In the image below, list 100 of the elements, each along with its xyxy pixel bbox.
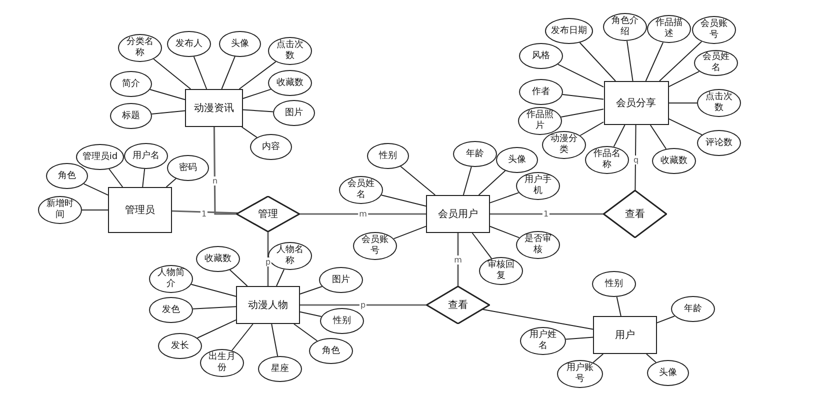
connector-line	[83, 183, 108, 196]
attribute-ellipse: 作品照片	[518, 107, 562, 135]
connector-line	[580, 122, 604, 136]
connector-line	[242, 109, 274, 112]
cardinality-label: q	[632, 156, 640, 164]
connector-line	[192, 306, 236, 310]
attribute-ellipse: 用户姓名	[520, 327, 566, 355]
attribute-ellipse: 发色	[149, 297, 193, 323]
attribute-ellipse: 收藏数	[652, 148, 696, 174]
connector-line	[213, 127, 236, 215]
attribute-ellipse: 头像	[647, 360, 689, 386]
attribute-ellipse: 年龄	[671, 296, 715, 322]
attribute-ellipse: 动漫分类	[542, 131, 586, 159]
connector-line	[190, 284, 236, 297]
attribute-ellipse: 密码	[167, 155, 209, 181]
attribute-ellipse: 用户手机	[516, 172, 560, 200]
attribute-ellipse: 新增时间	[38, 196, 82, 224]
cardinality-label: m	[358, 210, 368, 218]
cardinality-label: n	[211, 176, 219, 186]
connector-line	[231, 324, 254, 351]
connector-line	[151, 110, 186, 114]
attribute-ellipse: 作品名称	[585, 146, 629, 174]
connector-line	[634, 124, 636, 191]
connector-line	[300, 286, 322, 294]
attribute-ellipse: 点击次数	[268, 37, 312, 65]
attribute-ellipse: 评论数	[697, 130, 741, 156]
attribute-ellipse: 用户名	[124, 143, 168, 169]
connector-line	[381, 194, 426, 207]
attribute-ellipse: 角色	[309, 338, 353, 364]
connector-line	[592, 354, 604, 363]
attribute-ellipse: 内容	[250, 134, 292, 160]
attribute-ellipse: 收藏数	[196, 246, 240, 272]
connector-line	[626, 40, 634, 82]
connector-line	[616, 296, 622, 316]
attribute-ellipse: 发布人	[167, 31, 211, 57]
attribute-ellipse: 星座	[258, 356, 302, 382]
attribute-ellipse: 图片	[319, 267, 363, 293]
attribute-ellipse: 性别	[592, 271, 636, 297]
attribute-ellipse: 分类名称	[118, 34, 162, 62]
attribute-ellipse: 简介	[110, 71, 152, 97]
connector-line	[557, 64, 604, 88]
connector-line	[267, 232, 269, 286]
connector-line	[196, 319, 236, 338]
relationship-diamond: 管理	[236, 196, 300, 232]
entity-box: 会员分享	[604, 81, 668, 125]
connector-line	[478, 170, 506, 196]
connector-line	[276, 269, 284, 286]
cardinality-label: 1	[542, 210, 550, 218]
connector-line	[238, 61, 276, 90]
connector-line	[668, 118, 702, 136]
connector-line	[659, 41, 702, 82]
attribute-ellipse: 收藏数	[268, 70, 312, 96]
connector-line	[300, 213, 426, 215]
attribute-ellipse: 会员账号	[353, 232, 397, 260]
connector-line	[300, 304, 426, 306]
connector-line	[656, 316, 675, 324]
attribute-ellipse: 作者	[519, 79, 563, 105]
attribute-ellipse: 点击次数	[697, 89, 741, 117]
attribute-ellipse: 审核回复	[479, 257, 523, 285]
connector-line	[462, 166, 472, 196]
connector-line	[668, 102, 698, 104]
connector-line	[490, 226, 520, 238]
connector-line	[153, 58, 192, 90]
connector-line	[241, 126, 258, 138]
attribute-ellipse: 角色介绍	[603, 13, 647, 41]
attribute-ellipse: 会员账号	[692, 16, 736, 44]
attribute-ellipse: 标题	[110, 103, 152, 129]
attribute-ellipse: 头像	[496, 147, 538, 173]
connector-line	[150, 89, 186, 100]
connector-line	[193, 56, 208, 90]
connector-line	[565, 336, 594, 340]
attribute-ellipse: 会员姓名	[339, 176, 383, 204]
connector-line	[613, 124, 626, 148]
connector-line	[221, 56, 236, 90]
attribute-ellipse: 角色	[46, 163, 88, 189]
attribute-ellipse: 人物简介	[149, 265, 193, 293]
connector-line	[172, 210, 238, 214]
connector-line	[490, 192, 520, 204]
attribute-ellipse: 性别	[367, 143, 409, 169]
entity-box: 会员用户	[426, 195, 490, 233]
attribute-ellipse: 发布日期	[545, 18, 593, 44]
connector-line	[300, 311, 322, 317]
attribute-ellipse: 头像	[219, 31, 261, 57]
cardinality-label: m	[453, 256, 463, 264]
attribute-ellipse: 管理员id	[76, 144, 124, 170]
connector-line	[646, 354, 656, 363]
connector-line	[650, 124, 667, 150]
attribute-ellipse: 发长	[158, 333, 202, 359]
connector-line	[579, 42, 616, 82]
attribute-ellipse: 出生月份	[200, 349, 244, 377]
connector-line	[400, 166, 436, 196]
connector-line	[668, 70, 700, 88]
entity-box: 管理员	[108, 187, 172, 233]
cardinality-label: 1	[200, 210, 208, 218]
attribute-ellipse: 图片	[273, 100, 315, 126]
connector-line	[142, 168, 146, 188]
connector-line	[271, 324, 278, 357]
entity-box: 动漫资讯	[185, 89, 243, 127]
attribute-ellipse: 年龄	[453, 141, 497, 167]
connector-line	[645, 42, 664, 82]
